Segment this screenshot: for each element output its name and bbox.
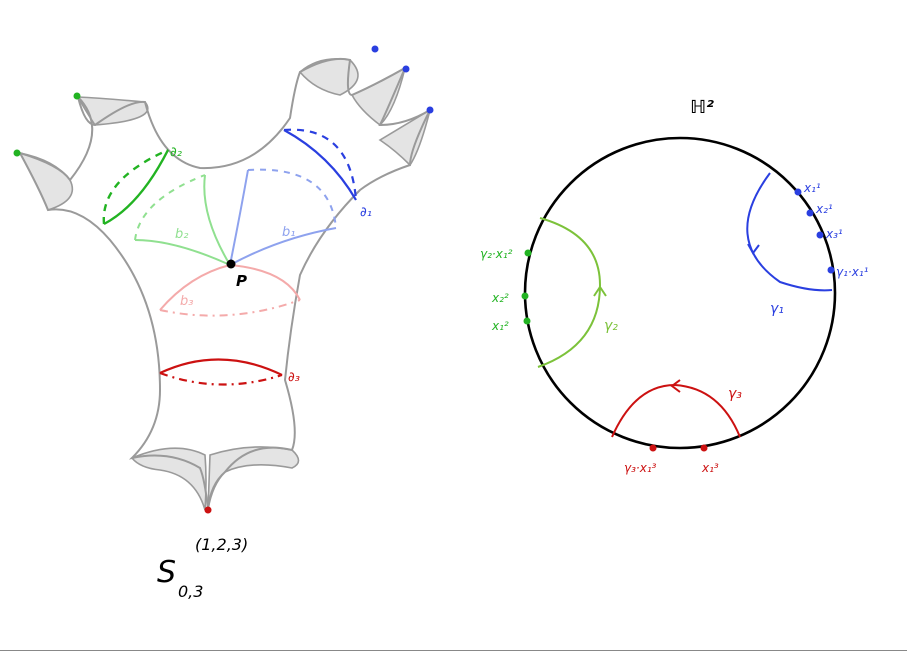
curve-b1-back <box>247 168 337 229</box>
disk-diagram: ℍ² γ₁ γ₂ γ₃ x₁¹ x₂¹ x₃¹ γ₁·x₁¹ γ₂·x₁² x₂… <box>480 97 869 475</box>
label-g1x1-1: γ₁·x₁¹ <box>836 265 869 279</box>
label-gamma2: γ₂ <box>604 318 618 334</box>
point-x1-1 <box>794 188 802 196</box>
cusp-point-blue-3 <box>426 106 434 114</box>
point-x2-2 <box>521 292 529 300</box>
cusp-point-blue-2 <box>402 65 410 73</box>
label-x3-1: x₃¹ <box>825 227 843 241</box>
label-x1-1: x₁¹ <box>803 181 821 195</box>
cusp-point-green-1 <box>13 149 21 157</box>
cusp-point-red <box>204 506 212 514</box>
point-x3-1 <box>816 231 824 239</box>
point-g2x1-2 <box>524 249 532 257</box>
arrow-gamma1 <box>747 243 760 255</box>
point-x1-3 <box>700 444 708 452</box>
surface-outline <box>17 57 433 511</box>
point-g1x1-1 <box>827 266 835 274</box>
cusp-top-right-1 <box>298 58 359 96</box>
boundary-d1-front <box>283 129 357 201</box>
surface-name-sup: (1,2,3) <box>195 535 248 554</box>
arrow-gamma2 <box>593 285 607 297</box>
label-d3: ∂₃ <box>288 370 300 385</box>
label-d1: ∂₁ <box>360 205 372 220</box>
bottom-rule <box>0 650 907 651</box>
boundary-d3-front <box>159 358 283 376</box>
label-b3: b₃ <box>180 294 193 309</box>
curve-b3-back <box>159 299 301 317</box>
geodesic-gamma2 <box>537 217 602 368</box>
boundary-d3-back <box>159 371 283 386</box>
cusp-top-right-3 <box>378 108 432 167</box>
base-point-p <box>226 259 236 269</box>
curve-b2-back <box>134 174 206 241</box>
surface-name-s: S <box>157 555 176 590</box>
label-gamma1: γ₁ <box>770 301 784 317</box>
label-g2x1-2: γ₂·x₁² <box>480 247 513 261</box>
geodesic-gamma1 <box>746 172 833 292</box>
point-x2-1 <box>806 209 814 217</box>
geodesic-gamma3 <box>611 383 741 438</box>
curve-b2-front <box>134 174 231 266</box>
label-p: P <box>236 272 247 290</box>
point-x1-2 <box>523 317 531 325</box>
arrow-gamma3 <box>670 379 681 393</box>
point-g3x1-3 <box>649 444 657 452</box>
label-gamma3: γ₃ <box>728 386 742 402</box>
curve-b1-front <box>229 169 337 266</box>
surface-name-sub: 0,3 <box>178 582 203 601</box>
cusp-top-right-2 <box>350 66 407 127</box>
label-g3x1-3: γ₃·x₁³ <box>624 461 657 475</box>
curve-b3-front <box>159 264 301 311</box>
label-d2: ∂₂ <box>170 145 182 160</box>
cusp-point-blue-1 <box>371 45 379 53</box>
boundary-circle <box>523 136 837 450</box>
boundary-d1-back <box>283 128 358 201</box>
disk-title: ℍ² <box>690 97 714 118</box>
boundary-d2-back <box>102 148 169 225</box>
label-b2: b₂ <box>175 227 188 242</box>
cusp-point-green-2 <box>73 92 81 100</box>
label-x1-3: x₁³ <box>701 461 719 475</box>
cusp-bottom-2 <box>207 446 300 511</box>
label-x2-1: x₂¹ <box>815 202 833 216</box>
surface-diagram: ∂₂ ∂₁ ∂₃ b₂ b₁ b₃ P S 0,3 (1,2, <box>13 45 434 601</box>
label-x2-2: x₂² <box>491 291 509 305</box>
boundary-d2-front <box>103 149 170 226</box>
label-b1: b₁ <box>282 225 295 240</box>
label-x1-2: x₁² <box>491 319 509 333</box>
